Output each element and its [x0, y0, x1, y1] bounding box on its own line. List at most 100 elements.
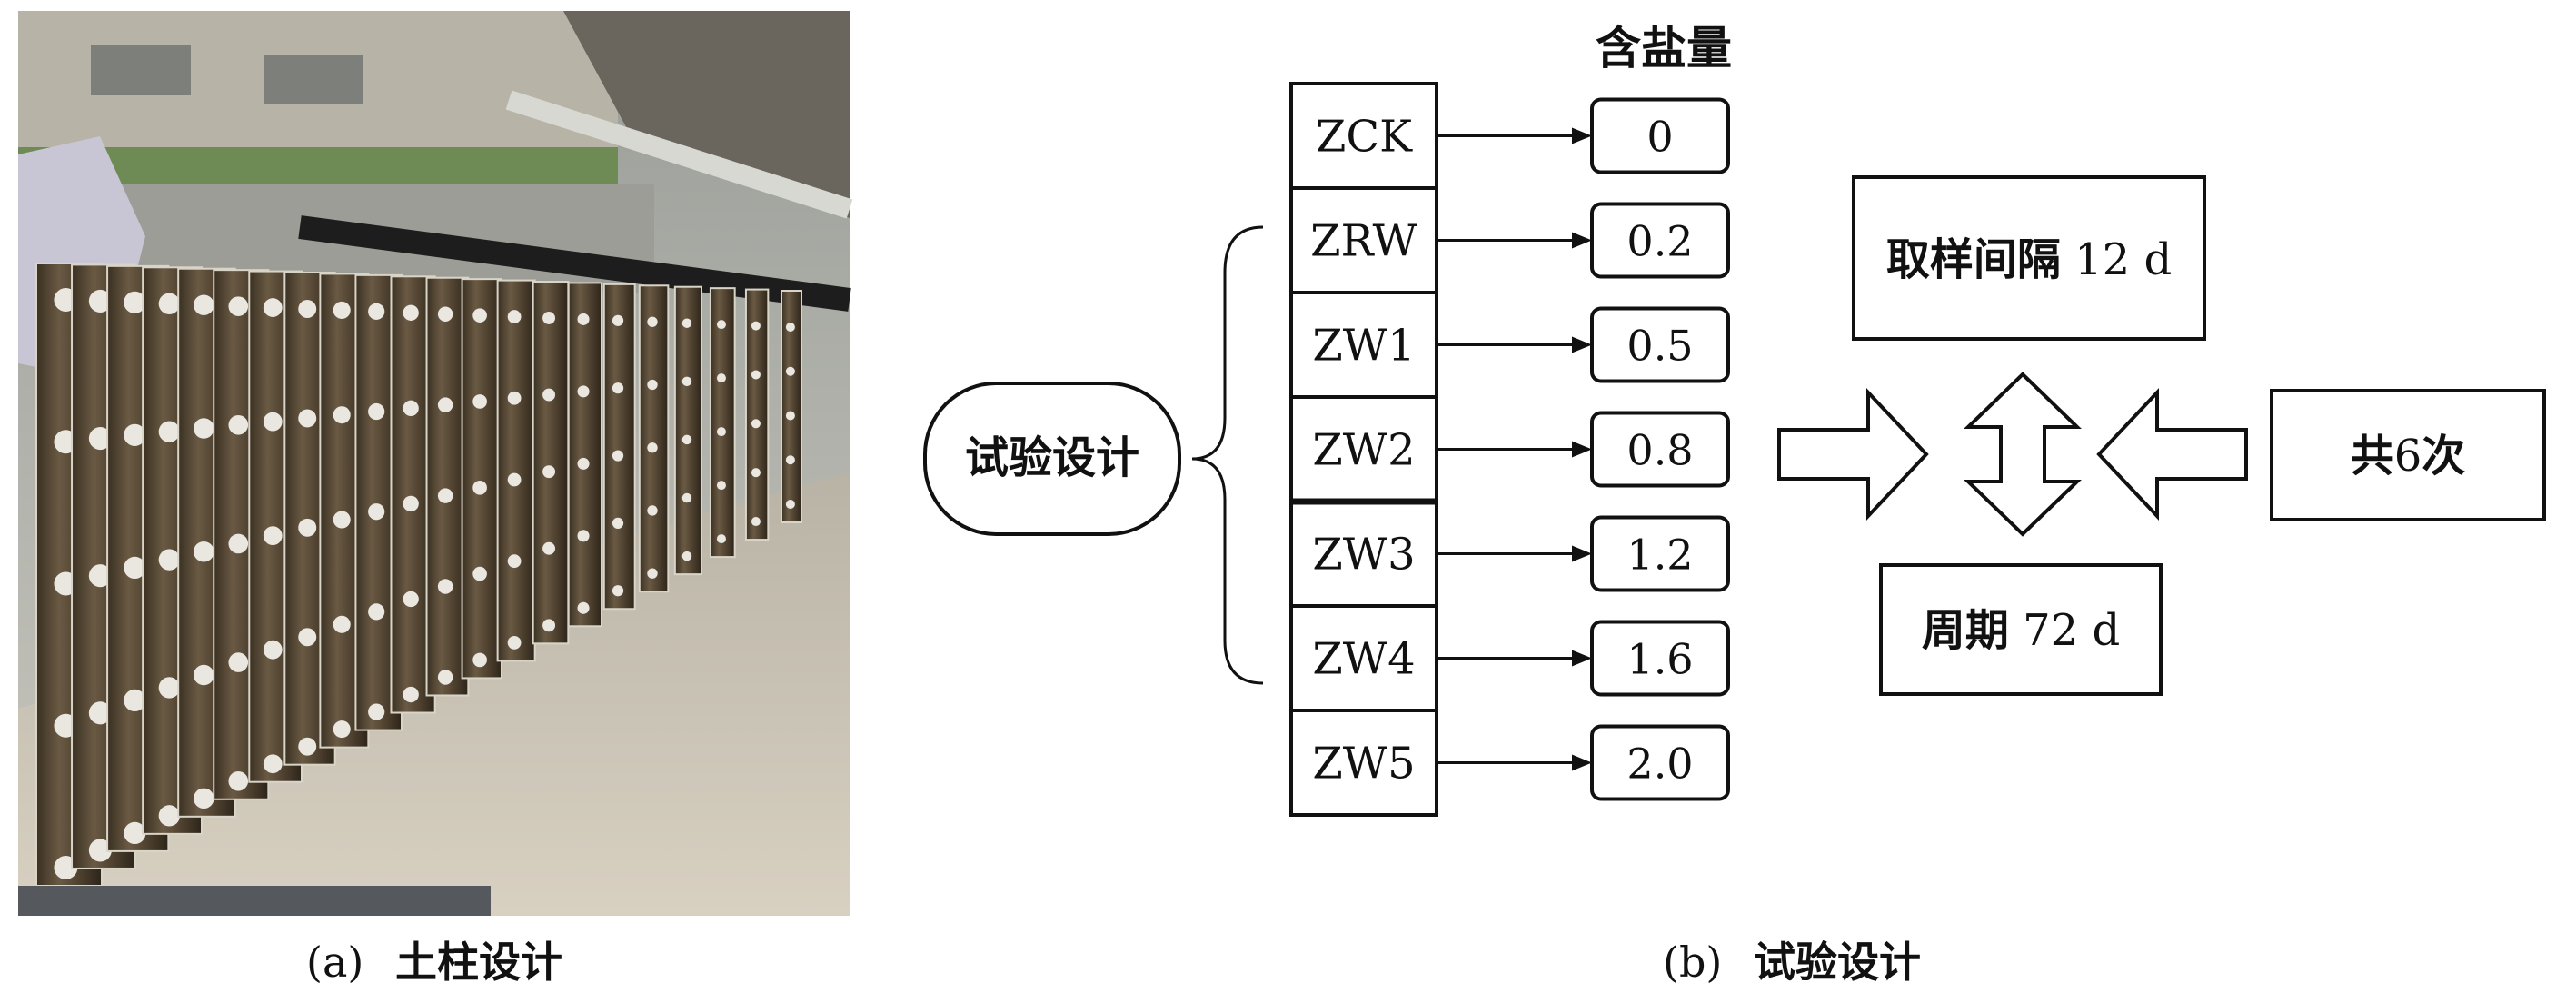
arrow-updown-icon	[1964, 372, 2082, 537]
salt-value-box	[1590, 306, 1730, 383]
soil-column	[709, 287, 736, 559]
treatment-name: ZW5	[1312, 739, 1415, 789]
column-tube	[744, 288, 770, 541]
water-pipe	[505, 90, 853, 219]
column-tube	[496, 279, 536, 662]
sampling-port	[124, 689, 146, 711]
sampling-port	[751, 321, 761, 331]
sampling-interval-label: 取样间隔 12 d	[1886, 234, 2172, 285]
sampling-port	[751, 517, 761, 527]
sampling-port	[333, 511, 351, 529]
sampling-port	[612, 585, 624, 597]
arrowhead-icon	[1572, 232, 1592, 249]
sampling-port	[368, 703, 385, 720]
salt-value: 1.2	[1626, 531, 1693, 580]
sampling-port	[298, 409, 317, 428]
sampling-port	[577, 530, 590, 542]
salt-value-box	[1590, 411, 1730, 488]
sampling-port	[124, 821, 146, 845]
sampling-port	[681, 492, 692, 503]
soil-column-photo	[18, 11, 853, 916]
sampling-port	[88, 289, 112, 313]
sampling-port	[368, 303, 385, 320]
sampling-port	[228, 652, 249, 672]
sampling-port	[716, 481, 726, 491]
sampling-port	[472, 480, 487, 495]
caption-b: (b) 试验设计	[1663, 938, 1921, 987]
sampling-port	[158, 549, 181, 571]
sampling-port	[228, 414, 249, 435]
sampling-port	[751, 468, 761, 478]
salt-value: 0.8	[1626, 426, 1693, 475]
salt-value: 0.5	[1626, 322, 1693, 371]
sampling-port	[542, 619, 556, 632]
sampling-port	[158, 293, 181, 314]
treatment-name-box	[1289, 82, 1438, 190]
salt-value: 0.2	[1626, 217, 1693, 266]
greenhouse-roof	[563, 11, 850, 218]
sampling-port	[88, 701, 112, 725]
sampling-port	[437, 488, 453, 503]
sampling-port	[298, 628, 317, 647]
sampling-port	[577, 313, 590, 325]
sampling-port	[681, 551, 692, 561]
arrow-right-icon	[1777, 387, 1929, 521]
treatment-name-box	[1289, 604, 1438, 712]
soil-column	[461, 278, 503, 680]
sampling-port	[472, 566, 487, 581]
sampling-port	[263, 298, 283, 317]
sampling-interval-cjk: 取样间隔	[1886, 234, 2061, 285]
salt-value-box	[1590, 515, 1730, 592]
treatment-name: ZW4	[1312, 634, 1415, 685]
sampling-port	[751, 419, 761, 429]
arrowhead-icon	[1572, 336, 1592, 353]
soil-column	[781, 290, 802, 523]
treatment-name-box	[1289, 709, 1438, 817]
sampling-port	[194, 418, 214, 439]
sampling-port	[333, 301, 351, 319]
sampling-port	[124, 556, 146, 579]
sampling-port	[681, 376, 692, 387]
sampling-port	[647, 568, 658, 579]
sampling-port	[194, 541, 214, 562]
sampling-port	[263, 412, 283, 432]
sampling-port	[785, 500, 795, 509]
count-cjk-b: 次	[2422, 431, 2465, 482]
sampling-interval-value: 12 d	[2074, 234, 2172, 285]
sampling-port	[507, 554, 522, 569]
sampling-port	[647, 379, 658, 391]
arrowhead-icon	[1572, 545, 1592, 562]
sampling-port	[507, 391, 522, 405]
caption-a-tag: (a)	[306, 938, 363, 987]
sampling-port	[124, 423, 146, 446]
sampling-port	[612, 382, 624, 394]
sampling-port	[507, 635, 522, 650]
sampling-port	[612, 450, 624, 462]
base-rail	[18, 886, 491, 916]
sampling-interval-box	[1852, 175, 2206, 341]
sampling-port	[681, 434, 692, 445]
sampling-port	[577, 457, 590, 470]
sampling-port	[577, 385, 590, 398]
sampling-port	[647, 442, 658, 453]
sampling-port	[228, 533, 249, 554]
sampling-port	[647, 505, 658, 516]
sampling-port	[785, 455, 795, 465]
sampling-port	[263, 526, 283, 546]
sampling-port	[472, 394, 487, 409]
treatment-row: ZW4 1.6	[1289, 604, 1730, 712]
salt-value: 1.6	[1626, 635, 1693, 684]
sampling-port	[577, 601, 590, 614]
caption-a-text: 土柱设计	[395, 938, 562, 987]
column-tube	[638, 284, 670, 593]
building-window	[264, 55, 363, 104]
soil-column	[532, 281, 570, 645]
sampling-port	[158, 805, 181, 827]
sampling-port	[437, 670, 453, 685]
